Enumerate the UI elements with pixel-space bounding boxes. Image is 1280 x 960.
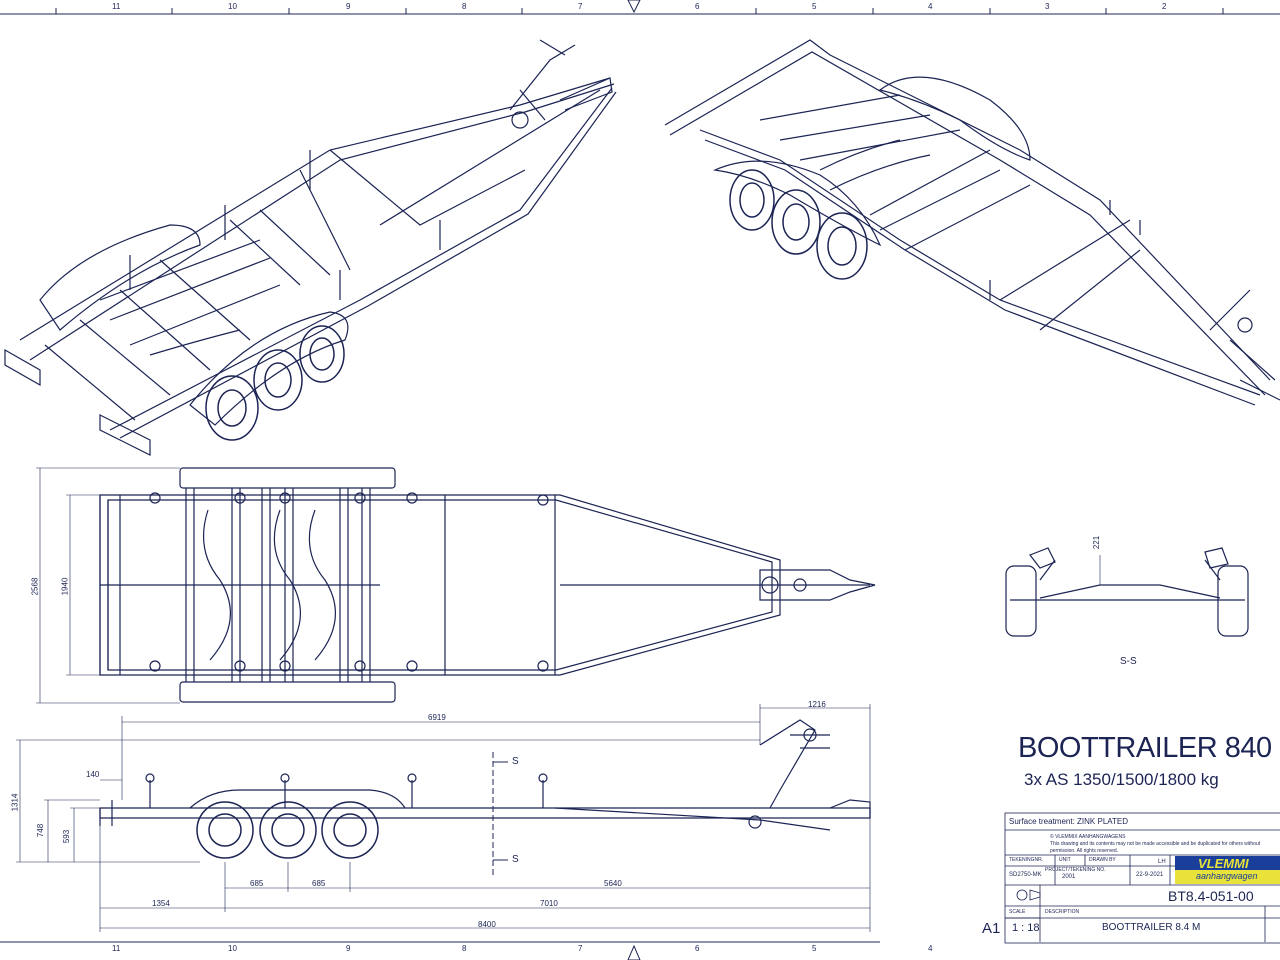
tb-part-number: BT8.4-051-00 bbox=[1168, 888, 1254, 904]
ruler-tick: 10 bbox=[228, 2, 237, 11]
tb-drawing-no: SD2750-MK bbox=[1009, 872, 1042, 878]
ruler-tick: 5 bbox=[812, 944, 817, 953]
sheet-size: A1 bbox=[982, 920, 1001, 937]
dim-side-length-main: 6919 bbox=[428, 713, 446, 722]
iso-view-left bbox=[4, 39, 617, 456]
centre-mark-top-icon bbox=[627, 0, 641, 14]
ruler-tick: 11 bbox=[112, 944, 121, 953]
dim-side-front-offset: 140 bbox=[86, 770, 100, 779]
iso-right-wheels bbox=[729, 169, 868, 280]
ruler-tick: 10 bbox=[228, 944, 237, 953]
company-logo-sub: aanhangwagen bbox=[1196, 871, 1258, 881]
tb-notice-2: permission. All rights reserved. bbox=[1050, 848, 1119, 854]
tb-unit: 2001 bbox=[1062, 874, 1076, 880]
ruler-tick: 8 bbox=[462, 944, 467, 953]
ruler-tick: 7 bbox=[578, 944, 583, 953]
dim-rear-to-axle: 1354 bbox=[152, 899, 170, 908]
tb-project-label: PROJECT/TEKENING NO. bbox=[1045, 867, 1106, 873]
ruler-tick: 4 bbox=[928, 944, 933, 953]
dim-side-height-mid: 748 bbox=[36, 823, 46, 838]
dim-side-hitch: 1216 bbox=[808, 700, 826, 709]
ruler-tick: 5 bbox=[812, 2, 817, 11]
dim-axle-spacing-1: 685 bbox=[250, 879, 264, 888]
dim-axle-to-hitch: 5640 bbox=[604, 879, 622, 888]
ruler-tick: 6 bbox=[695, 2, 700, 11]
ruler-tick: 11 bbox=[112, 2, 121, 11]
iso-view-right bbox=[664, 39, 1280, 406]
top-ruler bbox=[55, 8, 1224, 14]
tb-drawn-by: LH bbox=[1158, 859, 1166, 865]
dim-axle-overall: 7010 bbox=[540, 899, 558, 908]
side-view-wheels bbox=[196, 801, 379, 859]
centre-mark-bottom-icon bbox=[627, 944, 641, 960]
ruler-tick: 3 bbox=[1045, 2, 1050, 11]
dim-plan-width-outer: 2568 bbox=[30, 577, 40, 596]
tb-date: 22-9-2021 bbox=[1136, 872, 1164, 878]
tb-scale-label: SCALE bbox=[1009, 909, 1026, 915]
ruler-tick: 7 bbox=[578, 2, 583, 11]
section-marker-top: S bbox=[512, 756, 519, 767]
company-logo-stripe bbox=[1175, 870, 1280, 884]
ruler-tick: 2 bbox=[1162, 2, 1167, 11]
dim-section-height: 221 bbox=[1092, 535, 1102, 550]
tb-description-label: DESCRIPTION bbox=[1045, 909, 1080, 915]
plan-view bbox=[99, 467, 876, 703]
section-label: S-S bbox=[1120, 656, 1137, 667]
ruler-tick: 9 bbox=[346, 944, 351, 953]
side-view bbox=[99, 719, 871, 831]
ruler-tick: 6 bbox=[695, 944, 700, 953]
dim-overall-length: 8400 bbox=[478, 920, 496, 929]
company-logo-name: VLEMMI bbox=[1198, 856, 1249, 871]
tb-surface-treatment: Surface treatment: ZINK PLATED bbox=[1009, 817, 1129, 826]
section-marker-bottom: S bbox=[512, 854, 519, 865]
projection-symbol-icon bbox=[1016, 889, 1041, 901]
iso-left-wheels bbox=[205, 325, 345, 441]
ruler-tick: 4 bbox=[928, 2, 933, 11]
tb-unit-label: UNIT bbox=[1059, 857, 1071, 863]
section-view bbox=[1005, 547, 1249, 637]
drawing-title: BOOTTRAILER 840 bbox=[1018, 732, 1272, 764]
dim-plan-width-inner: 1940 bbox=[60, 577, 70, 596]
ruler-tick: 9 bbox=[346, 2, 351, 11]
dim-side-height-total: 1314 bbox=[10, 793, 20, 812]
dim-side-height-low: 593 bbox=[62, 829, 72, 844]
tb-scale: 1 : 18 bbox=[1012, 922, 1040, 934]
tb-drawn-by-label: DRAWN BY bbox=[1089, 857, 1116, 863]
tb-notice-1: This drawing and its contents may not be… bbox=[1050, 841, 1261, 847]
tb-drawing-no-label: TEKENINGNR. bbox=[1009, 857, 1044, 863]
section-cut-arrows bbox=[493, 761, 508, 861]
side-dimension-lines bbox=[16, 704, 871, 932]
tb-copyright: © VLEMMIX AANHANGWAGENS bbox=[1050, 834, 1126, 840]
drawing-subtitle: 3x AS 1350/1500/1800 kg bbox=[1024, 770, 1219, 789]
ruler-tick: 8 bbox=[462, 2, 467, 11]
plan-dimension-lines bbox=[36, 467, 180, 704]
tb-description: BOOTTRAILER 8.4 M bbox=[1102, 922, 1201, 933]
dim-axle-spacing-2: 685 bbox=[312, 879, 326, 888]
